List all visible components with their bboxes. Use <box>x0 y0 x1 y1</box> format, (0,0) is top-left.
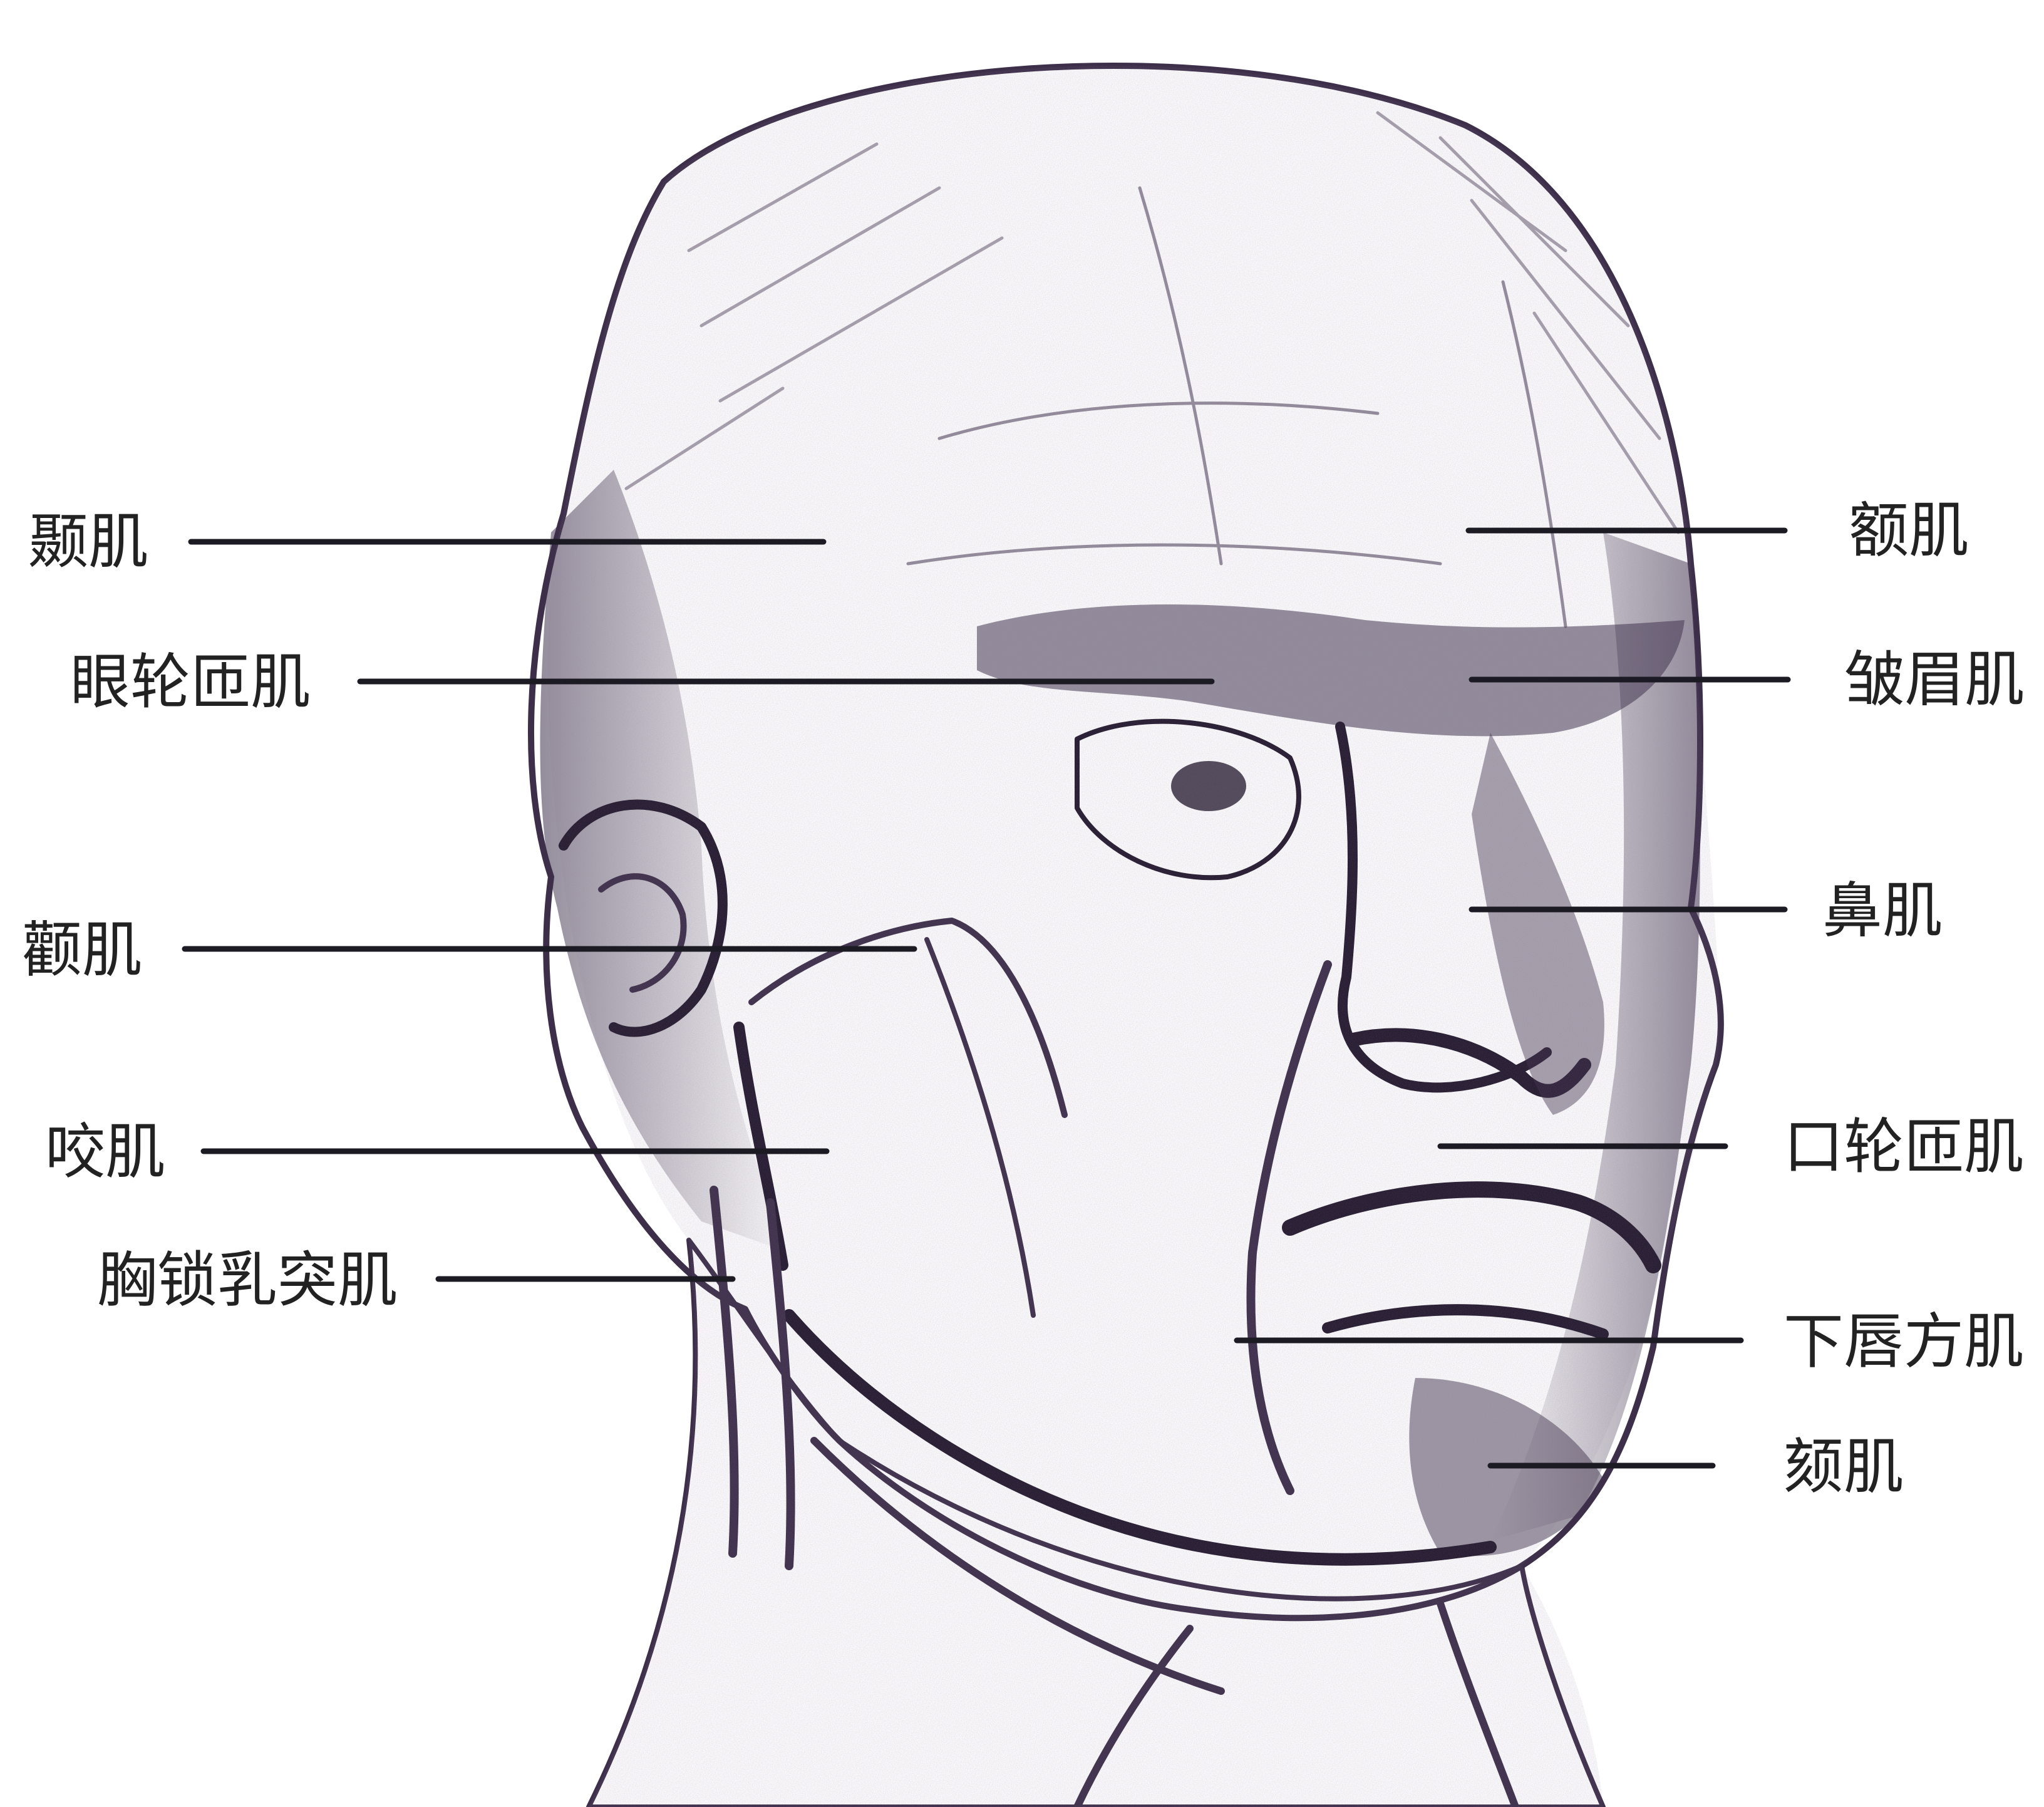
label-mentalis: 颏肌 <box>1783 1432 1904 1502</box>
label-corrugator: 皱眉肌 <box>1844 645 2025 715</box>
label-zygomaticus: 颧肌 <box>22 915 142 985</box>
label-orbicularis-oculi: 眼轮匝肌 <box>70 647 311 717</box>
label-nasalis: 鼻肌 <box>1822 876 1943 946</box>
label-frontalis: 额肌 <box>1849 495 1969 566</box>
label-sternocleidomastoid: 胸锁乳突肌 <box>97 1245 398 1315</box>
head-sketch <box>531 66 1721 1807</box>
label-masseter: 咬肌 <box>45 1117 165 1187</box>
label-depressor-labii: 下唇方肌 <box>1783 1307 2024 1377</box>
label-temporalis: 颞肌 <box>28 507 148 577</box>
label-orbicularis-oris: 口轮匝肌 <box>1783 1112 2024 1182</box>
pencil-grain <box>548 66 1720 1807</box>
